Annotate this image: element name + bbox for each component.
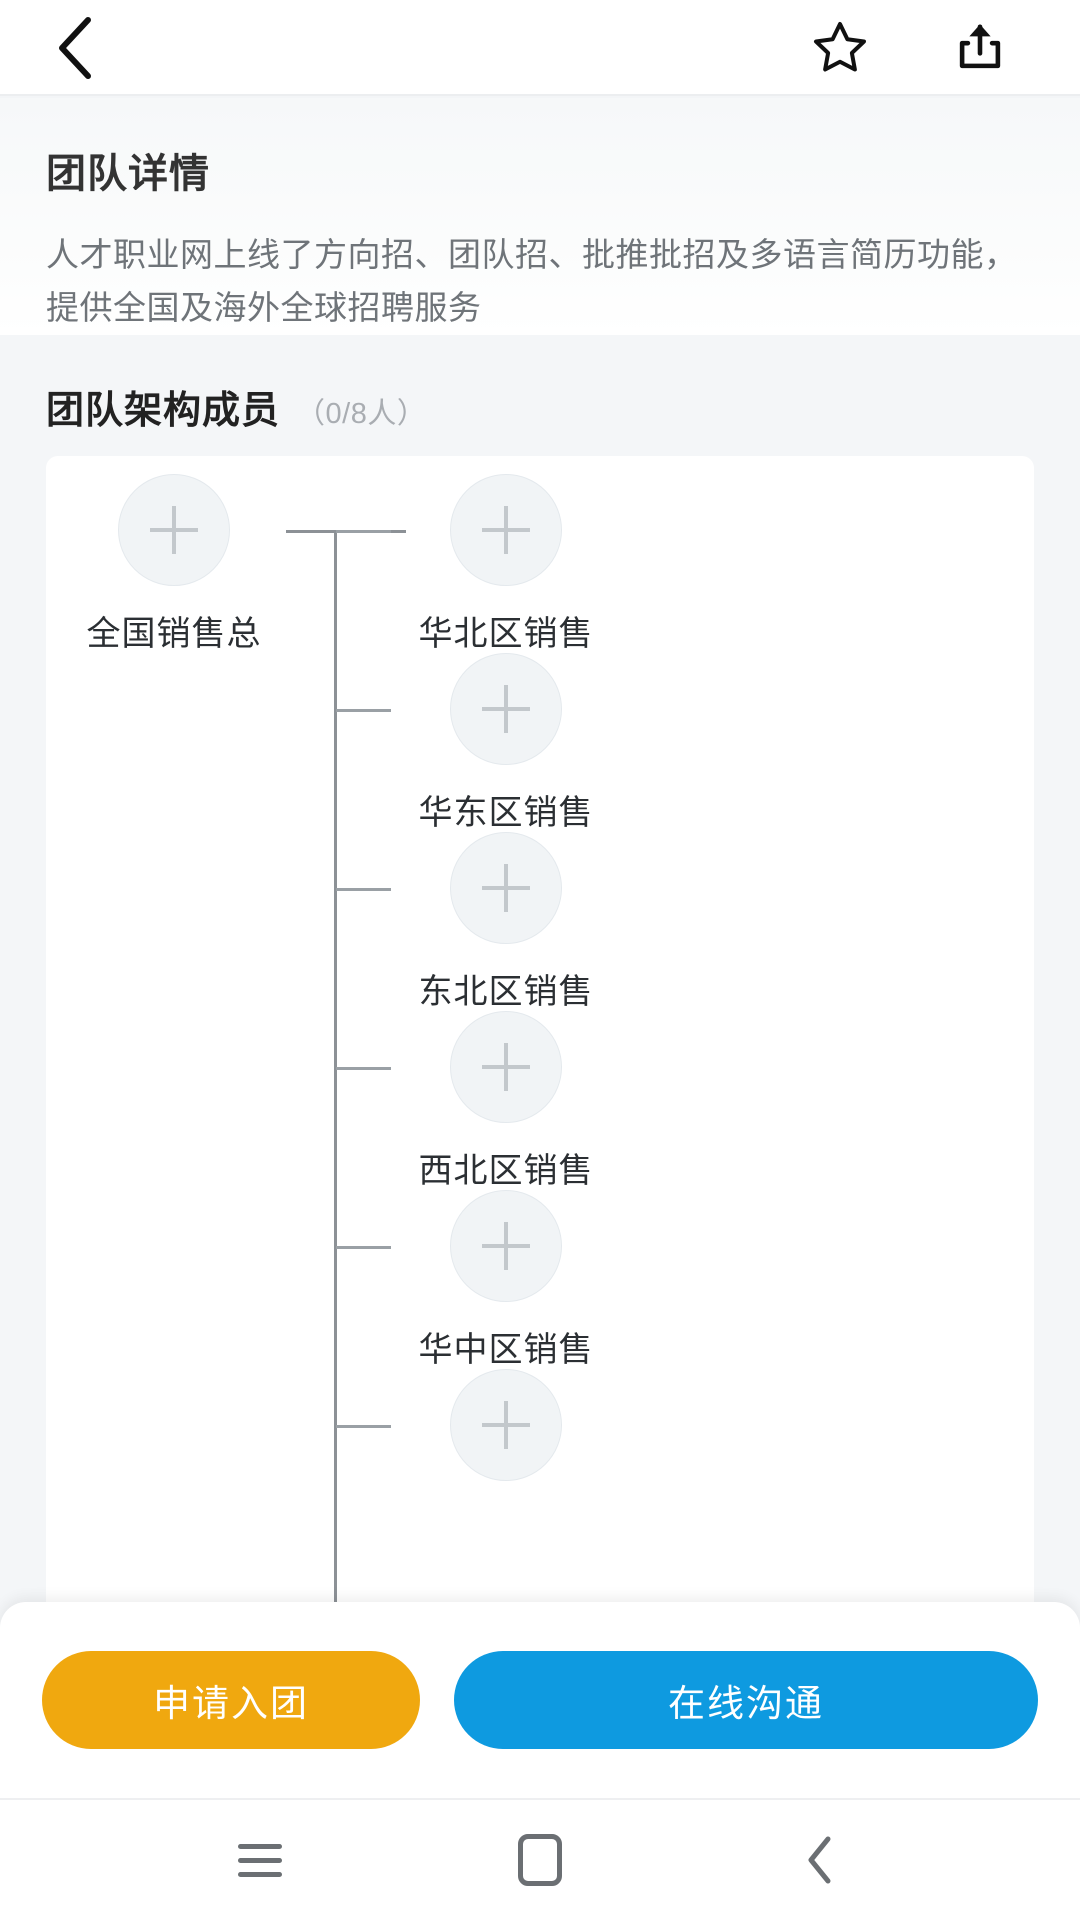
org-chart-card: 全国销售总 华北区销售 华东区销售 东北区销售 西北区销售 (46, 455, 1034, 1648)
share-upload-icon (959, 24, 1001, 69)
team-detail-card: 团队详情 人才职业网上线了方向招、团队招、批推批招及多语言简历功能，提供全国及海… (0, 98, 1080, 335)
chevron-left-icon (808, 1836, 831, 1884)
org-node-child[interactable]: 华东区销售 (386, 652, 626, 834)
org-node-label: 华中区销售 (418, 1330, 594, 1369)
org-node-child[interactable]: 西北区销售 (386, 1010, 626, 1192)
plus-icon (450, 652, 562, 765)
nav-home-button[interactable] (485, 1810, 595, 1910)
app-bar (0, 0, 1080, 96)
branch-line (336, 1424, 391, 1428)
org-node-root[interactable]: 全国销售总 (54, 473, 294, 655)
org-node-label: 东北区销售 (418, 972, 594, 1011)
share-button[interactable] (940, 8, 1020, 88)
plus-icon (118, 473, 230, 586)
members-section-title: 团队架构成员 (46, 389, 281, 432)
org-node-label: 华东区销售 (418, 793, 594, 832)
star-outline-icon (814, 22, 866, 72)
plus-icon (450, 831, 562, 944)
org-chart: 全国销售总 华北区销售 华东区销售 东北区销售 西北区销售 (46, 456, 1034, 1648)
home-square-icon (518, 1834, 562, 1886)
nav-recents-button[interactable] (205, 1810, 315, 1910)
org-node-label: 华北区销售 (418, 614, 594, 653)
org-node-child[interactable]: 华北区销售 (386, 473, 626, 655)
branch-line (336, 1066, 391, 1070)
branch-line (336, 1245, 391, 1249)
plus-icon (450, 1368, 562, 1481)
org-node-child[interactable]: 华中区销售 (386, 1189, 626, 1371)
members-section-header: 团队架构成员 （0/8人） (0, 379, 1080, 434)
nav-back-button[interactable] (765, 1810, 875, 1910)
page-title: 团队详情 (46, 152, 210, 196)
org-node-child[interactable] (386, 1368, 626, 1501)
plus-icon (450, 473, 562, 586)
online-chat-button[interactable]: 在线沟通 (454, 1651, 1038, 1749)
plus-icon (450, 1010, 562, 1123)
org-node-label: 西北区销售 (418, 1151, 594, 1190)
bottom-action-bar: 申请入团 在线沟通 (0, 1602, 1080, 1798)
back-button[interactable] (30, 8, 120, 88)
chevron-left-icon (59, 17, 91, 79)
system-navigation-bar (0, 1798, 1080, 1920)
favorite-button[interactable] (800, 8, 880, 88)
trunk-connector-line (334, 530, 337, 1648)
branch-line (336, 529, 391, 533)
menu-icon (238, 1835, 282, 1886)
branch-line (336, 708, 391, 712)
members-count-badge: （0/8人） (296, 397, 427, 430)
branch-line (336, 887, 391, 891)
team-description: 人才职业网上线了方向招、团队招、批推批招及多语言简历功能，提供全国及海外全球招聘… (46, 236, 1018, 327)
org-node-child[interactable]: 东北区销售 (386, 831, 626, 1013)
plus-icon (450, 1189, 562, 1302)
org-node-label: 全国销售总 (86, 614, 262, 653)
apply-to-join-button[interactable]: 申请入团 (42, 1651, 420, 1749)
content-scroll-area[interactable]: 团队详情 人才职业网上线了方向招、团队招、批推批招及多语言简历功能，提供全国及海… (0, 98, 1080, 1648)
